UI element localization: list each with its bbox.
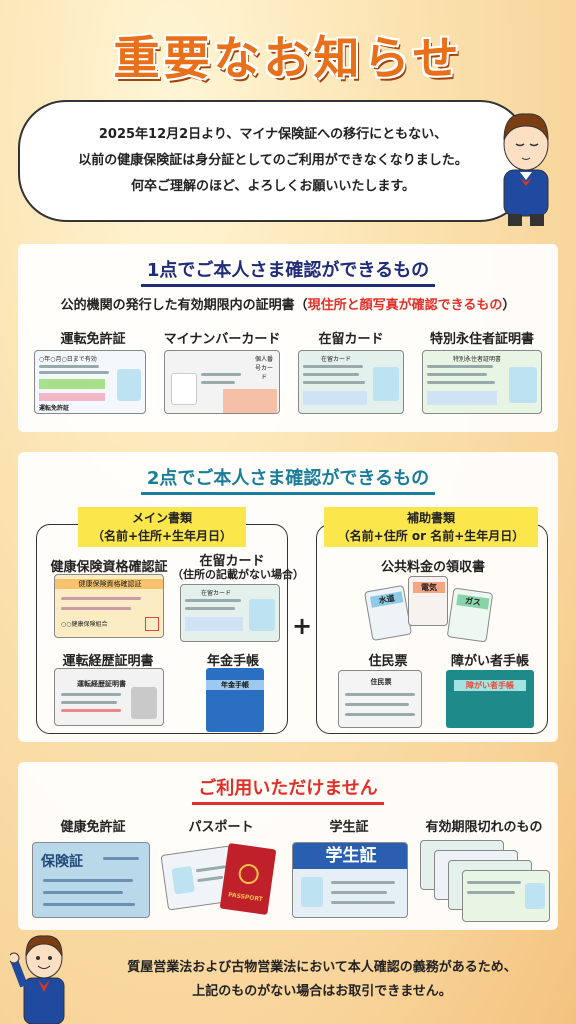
item-label: 年金手帳 (206, 654, 259, 669)
page-title: 重要なお知らせ (113, 31, 463, 85)
footer-line-2: 上記のものがない場合はお取引できません。 (192, 984, 452, 999)
notice-bubble: 2025年12月2日より、マイナ保険証への移行にともない、 以前の健康保険証は身… (18, 100, 528, 222)
section-one-highlight: 現住所と顔写真が確認できるもの (307, 298, 503, 313)
utility-receipts-illustration: 水道 電気 ガス (363, 576, 498, 643)
item-label: 運転経歴証明書 (62, 654, 154, 669)
item-label: 特別永住者証明書 (429, 332, 534, 347)
item-label: 健康保険資格確認証 (50, 560, 168, 575)
section-not-accepted-panel: ご利用いただけません 健康免許証 パスポート 学生証 有効期限切れのもの 保険証… (18, 762, 558, 930)
item-label: 健康免許証 (60, 820, 126, 835)
item-label: 住民票 (368, 654, 408, 669)
pension-book-card: 年金手帳 (206, 668, 264, 732)
item-label: 公共料金の領収書 (380, 560, 485, 575)
item-label: 在留カード (199, 554, 265, 569)
notice-line-2: 以前の健康保険証は身分証としてのご利用ができなくなりました。 (78, 153, 468, 168)
item-label: 運転免許証 (60, 332, 126, 347)
residence-card: 在留カード (180, 584, 280, 642)
section-two-point-panel: 2点でご本人さま確認ができるもの メイン書類 （名前+住所+生年月日） 健康保険… (18, 452, 558, 742)
main-documents-tag: メイン書類 （名前+住所+生年月日） (78, 507, 246, 547)
drivers-license-card: ○年○月○日まで有効 運転免許証 (34, 350, 146, 414)
disability-handbook-card: 障がい者手帳 (446, 670, 534, 728)
section-one-point-panel: 1点でご本人さま確認ができるもの 公的機関の発行した有効期限内の証明書（現住所と… (18, 244, 558, 432)
my-number-card: 個人番号カード (164, 350, 280, 414)
section-two-title: 2点でご本人さま確認ができるもの (18, 464, 558, 495)
passport-illustration: PASSPORT (160, 842, 282, 918)
driving-history-certificate-card: 運転経歴証明書 (54, 668, 164, 726)
section-one-title: 1点でご本人さま確認ができるもの (18, 256, 558, 287)
notice-line-1: 2025年12月2日より、マイナ保険証への移行にともない、 (98, 127, 448, 142)
old-health-insurance-card: 保険証 (32, 842, 150, 918)
item-label: 有効期限切れのもの (425, 820, 543, 835)
special-permanent-resident-card: 特別永住者証明書 (422, 350, 542, 414)
resident-record-card: 住民票 (338, 670, 422, 728)
item-label: 学生証 (329, 820, 369, 835)
item-label: マイナンバーカード (163, 332, 281, 347)
item-label: 在留カード (318, 332, 384, 347)
notice-line-3: 何卒ご理解のほど、よろしくお願いいたします。 (130, 179, 416, 194)
item-label: パスポート (188, 820, 254, 835)
footer-line-1: 質屋営業法および古物営業法において本人確認の義務があるため、 (127, 960, 517, 975)
bowing-man-illustration (503, 113, 549, 226)
item-label-note: （住所の記載がない場合） (172, 568, 304, 581)
plus-sign: + (291, 612, 313, 640)
supplementary-documents-tag: 補助書類 （名前+住所 or 名前+生年月日） (324, 507, 538, 547)
residence-card: 在留カード (298, 350, 404, 414)
health-insurance-certificate-card: 健康保険資格確認証 ○○健康保険組合 (54, 574, 164, 638)
waving-man-illustration (10, 935, 65, 1024)
item-label: 障がい者手帳 (450, 654, 529, 669)
section-three-title: ご利用いただけません (18, 774, 558, 805)
section-one-description: 公的機関の発行した有効期限内の証明書（現住所と顔写真が確認できるもの） (60, 298, 516, 313)
expired-cards-illustration (420, 840, 552, 922)
student-id-card: 学生証 (292, 842, 408, 918)
footer-notice: 質屋営業法および古物営業法において本人確認の義務があるため、 上記のものがない場… (72, 956, 572, 1004)
